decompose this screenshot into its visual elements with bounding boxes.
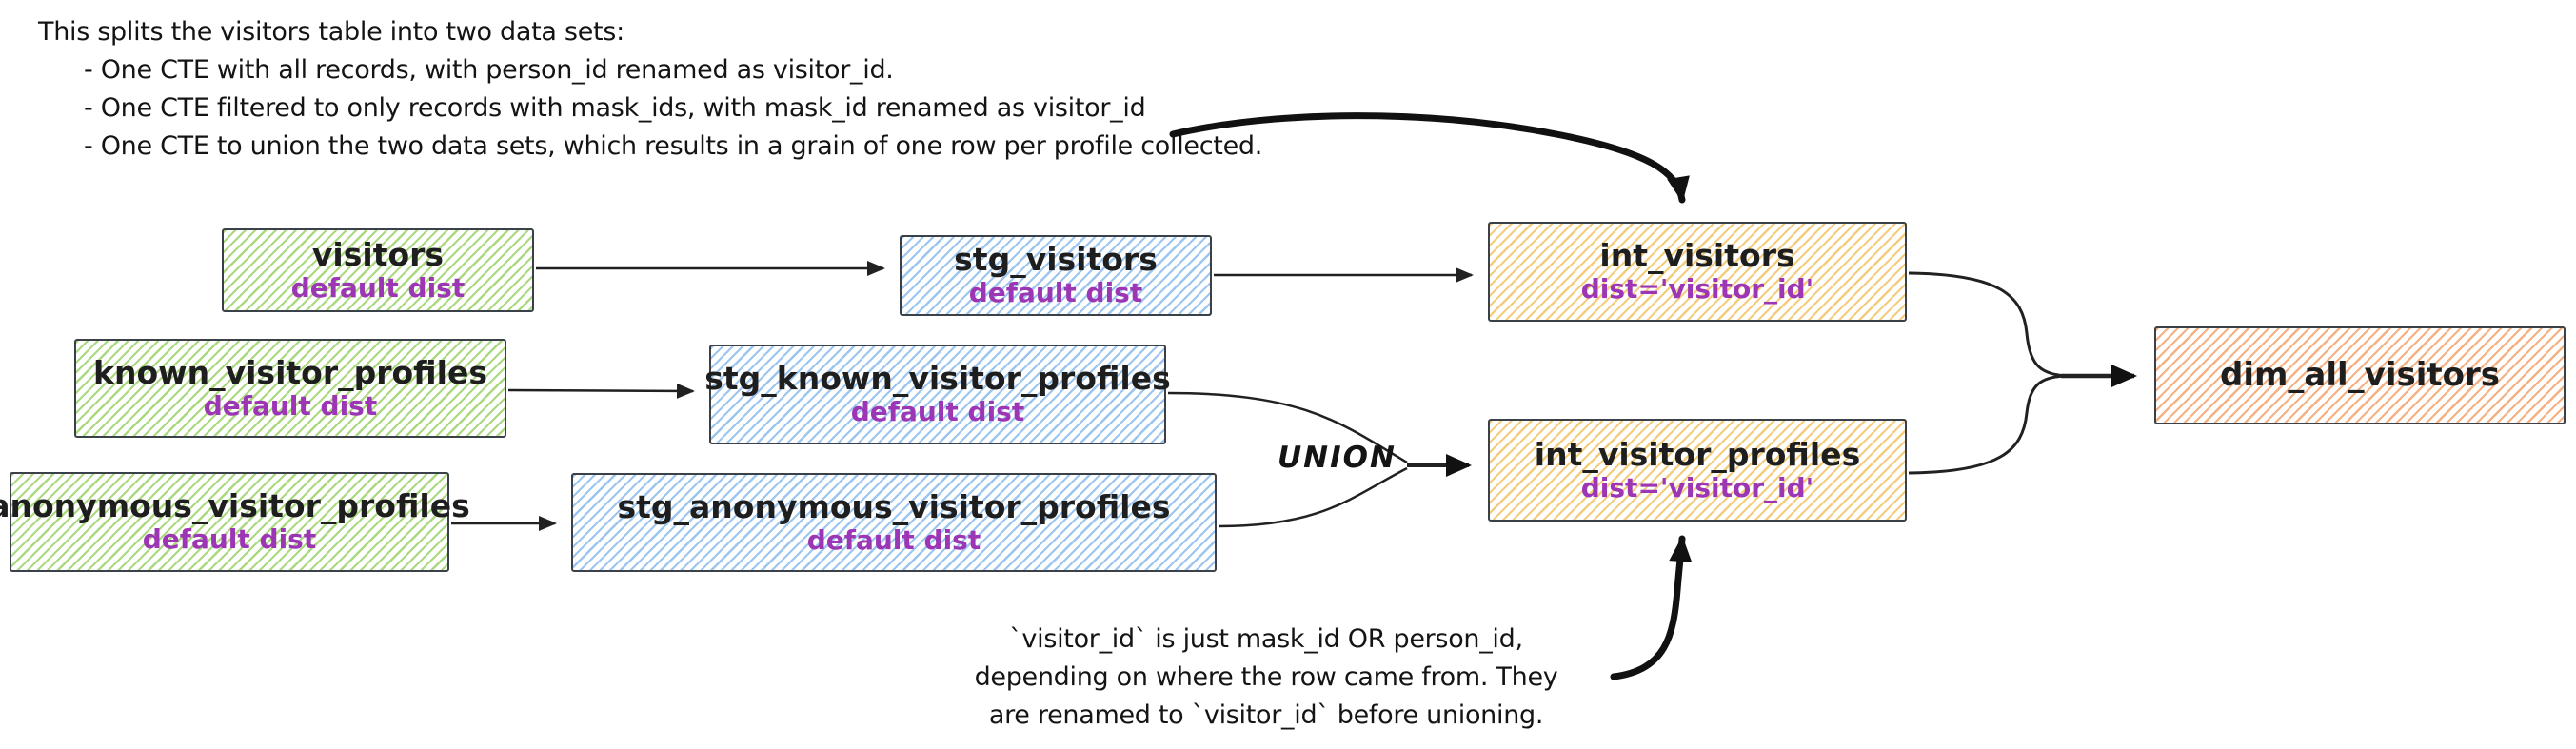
- node-title: known_visitor_profiles: [93, 353, 487, 391]
- node-title: stg_known_visitor_profiles: [704, 360, 1171, 398]
- annotation-line: - One CTE filtered to only records with …: [84, 93, 1146, 123]
- node-known-visitor-profiles: known_visitor_profiles default dist: [74, 339, 506, 438]
- node-subtitle: default dist: [142, 523, 317, 556]
- arrow-top-annotation-to-int-visitors: [1169, 112, 1690, 204]
- node-title: stg_anonymous_visitor_profiles: [617, 487, 1171, 525]
- annotation-line: - One CTE with all records, with person_…: [84, 55, 894, 85]
- node-subtitle: default dist: [806, 523, 981, 556]
- node-subtitle: default dist: [290, 271, 466, 304]
- node-title: anonymous_visitor_profiles: [0, 487, 470, 525]
- annotation-line: This splits the visitors table into two …: [38, 17, 624, 47]
- node-title: dim_all_visitors: [2220, 355, 2500, 394]
- node-title: stg_visitors: [954, 241, 1158, 279]
- node-subtitle: default dist: [850, 396, 1025, 428]
- bottom-annotation: `visitor_id` is just mask_id OR person_i…: [904, 621, 1628, 735]
- arrow-bottom-annotation-to-int-visitor-profiles: [1610, 535, 1693, 680]
- annotation-line: - One CTE to union the two data sets, wh…: [84, 131, 1262, 161]
- arrow-known-to-stg-known: [507, 383, 695, 399]
- node-stg-anonymous-visitor-profiles: stg_anonymous_visitor_profiles default d…: [571, 473, 1217, 572]
- node-subtitle: default dist: [968, 277, 1143, 309]
- node-stg-visitors: stg_visitors default dist: [900, 235, 1212, 316]
- edge-stg-known-to-union: [1167, 391, 1408, 464]
- node-subtitle: default dist: [203, 389, 378, 422]
- node-int-visitor-profiles: int_visitor_profiles dist='visitor_id': [1488, 419, 1907, 522]
- node-stg-known-visitor-profiles: stg_known_visitor_profiles default dist: [704, 345, 1171, 444]
- annotation-line: are renamed to `visitor_id` before union…: [988, 700, 1544, 730]
- node-visitors: visitors default dist: [222, 228, 534, 312]
- annotation-line: `visitor_id` is just mask_id OR person_i…: [1009, 624, 1523, 654]
- node-anonymous-visitor-profiles: anonymous_visitor_profiles default dist: [0, 472, 470, 572]
- node-subtitle: dist='visitor_id': [1580, 471, 1814, 503]
- annotation-line: depending on where the row came from. Th…: [974, 662, 1558, 692]
- union-label: UNION: [1278, 441, 1397, 475]
- node-title: int_visitor_profiles: [1534, 435, 1861, 473]
- node-subtitle: dist='visitor_id': [1580, 273, 1814, 306]
- edge-int-visitor-profiles-to-merge: [1908, 374, 2067, 475]
- edge-int-visitors-to-merge: [1908, 271, 2067, 378]
- top-annotation: This splits the visitors table into two …: [38, 13, 1262, 166]
- node-title: visitors: [311, 235, 445, 273]
- node-dim-all-visitors: dim_all_visitors: [2154, 326, 2566, 424]
- node-int-visitors: int_visitors dist='visitor_id': [1488, 222, 1907, 322]
- edge-stg-anonymous-to-union: [1218, 466, 1408, 528]
- node-title: int_visitors: [1599, 237, 1795, 275]
